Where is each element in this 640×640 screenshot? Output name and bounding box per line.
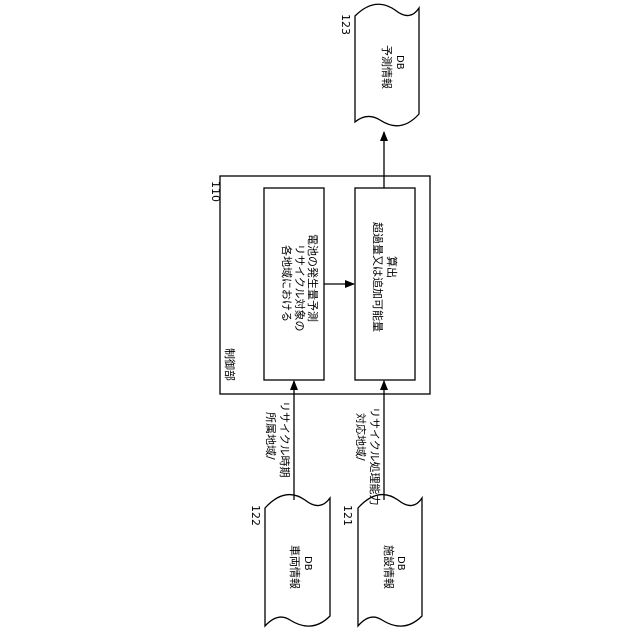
calc-line-2: 算出 (385, 256, 399, 278)
forecast-line-3: 電池の発生量予測 (306, 234, 320, 322)
vehicle-db-ref: 122 (249, 505, 262, 526)
facility-db-ref: 121 (341, 505, 354, 526)
facility-db-cylinder: 121 施設情報 DB (341, 495, 422, 627)
controller-ref: 110 (209, 181, 222, 202)
vehicle-arrow-label-2: リサイクル時期 (278, 401, 291, 477)
prediction-db-ref: 123 (339, 14, 352, 35)
calc-process-box: 超過量又は追加可能量 算出 (355, 188, 415, 380)
prediction-db-cylinder: 123 予測情報 DB (339, 4, 419, 126)
forecast-line-1: 各地域における (280, 245, 294, 322)
facility-arrow-label-1: 対応地域/ (354, 413, 368, 461)
calc-line-1: 超過量又は追加可能量 (371, 222, 385, 332)
facility-arrow-label-2: リサイクル処理能力 (368, 407, 382, 505)
vehicle-db-cylinder: 122 車両情報 DB (249, 495, 330, 627)
prediction-db-line-1: 予測情報 (380, 45, 394, 89)
facility-db-line-1: 施設情報 (382, 545, 396, 589)
prediction-db-line-2: DB (394, 55, 405, 70)
vehicle-arrow-label-1: 所属地域/ (264, 412, 277, 460)
vehicle-db-line-1: 車両情報 (288, 545, 302, 589)
controller-label: 制御部 (223, 348, 237, 381)
forecast-line-2: リサイクル対象の (293, 244, 307, 331)
facility-db-line-2: DB (395, 556, 406, 571)
vehicle-db-line-2: DB (302, 556, 313, 571)
forecast-process-box: 各地域における リサイクル対象の 電池の発生量予測 (264, 188, 324, 380)
